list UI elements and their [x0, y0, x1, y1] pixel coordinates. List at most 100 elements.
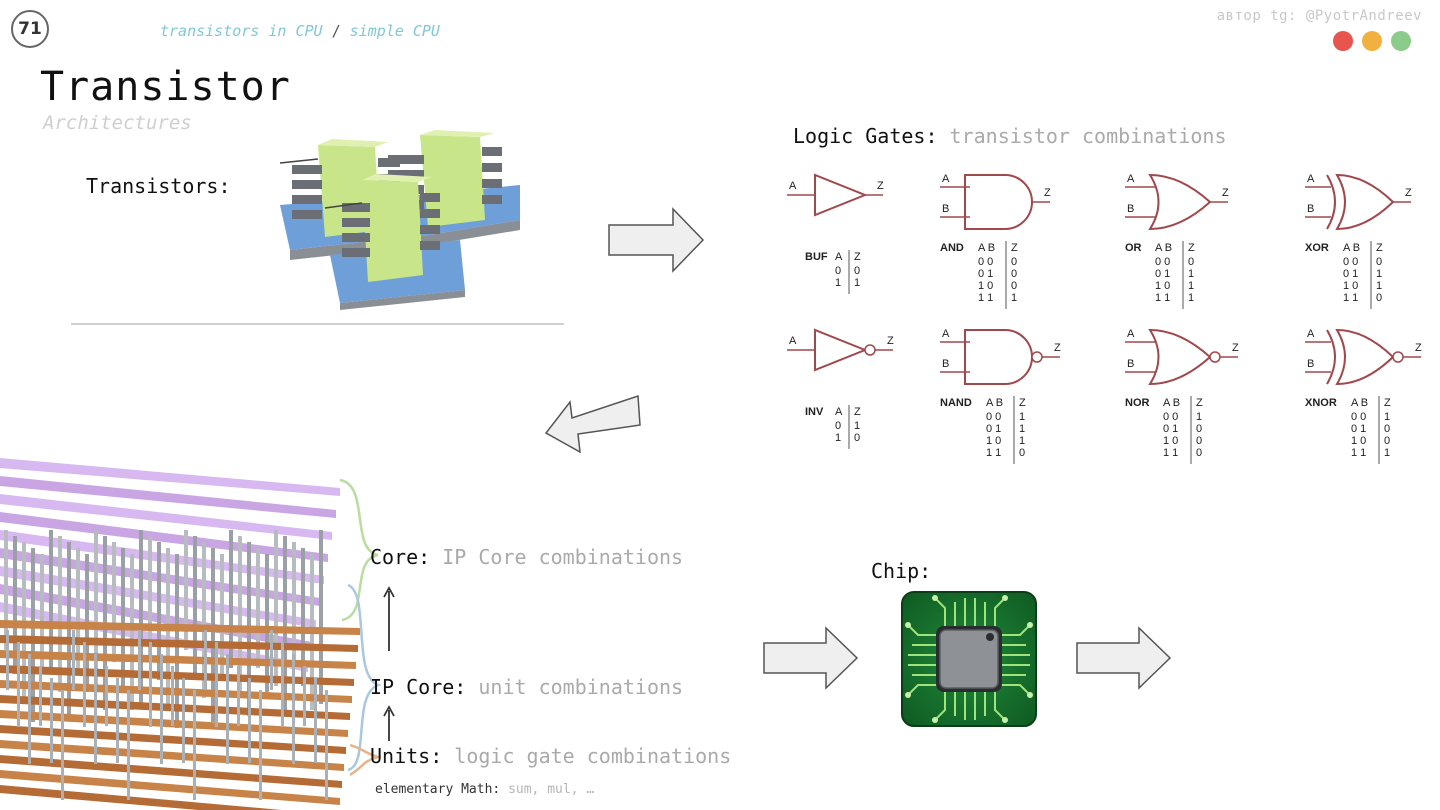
output-pin-label: Z	[887, 335, 894, 347]
metal-layer-upper	[0, 476, 336, 518]
author-credit: автор tg: @PyotrAndreev	[1216, 8, 1422, 24]
via-pillar	[283, 536, 287, 710]
arrow-back-icon	[544, 394, 641, 454]
truth-table-cell: 0	[1011, 256, 1017, 268]
units-title: Units:	[370, 744, 443, 768]
gate-name: NAND	[940, 397, 972, 409]
metal-layer-upper	[0, 458, 340, 496]
via-pillar	[292, 542, 296, 662]
truth-table-header: Z	[1011, 242, 1018, 254]
gate-symbol-arc	[1326, 174, 1336, 230]
yellow-dot	[1362, 31, 1382, 51]
via-pillar	[229, 530, 233, 668]
via-pillar	[50, 678, 53, 763]
truth-table-header: Z	[1196, 397, 1203, 409]
metal-layer-upper	[0, 512, 328, 562]
arrow-right-icon	[1076, 626, 1172, 690]
via-pillar	[13, 536, 17, 674]
truth-table-cell: 0	[1011, 280, 1017, 292]
truth-table-cell: 0 1	[1343, 268, 1358, 280]
gate-symbol	[814, 173, 868, 217]
truth-table-cell: 0	[835, 420, 841, 432]
via-pillar	[105, 666, 108, 726]
via-pillar	[148, 536, 152, 656]
truth-table-cell: 1 1	[986, 447, 1001, 459]
truth-table-cell: 0	[1011, 268, 1017, 280]
truth-table-cell: 0 1	[986, 423, 1001, 435]
metal-layer-lower	[0, 680, 352, 703]
breadcrumb-item-simple-cpu[interactable]: simple CPU	[349, 22, 440, 40]
truth-table-header: A B	[1155, 242, 1172, 254]
truth-table-cell: 0 1	[1351, 423, 1366, 435]
negation-bubble	[1031, 351, 1043, 363]
truth-table-header: A B	[1343, 242, 1360, 254]
via-pillar	[226, 654, 229, 764]
truth-table-cell: 1	[1376, 268, 1382, 280]
output-pin-label: Z	[1232, 342, 1239, 354]
input-pin-label: A	[789, 180, 797, 192]
logic-gates-heading: Logic Gates: transistor combinations	[793, 124, 1227, 148]
via-pillar	[193, 536, 197, 674]
via-pillar	[94, 654, 97, 764]
via-pillar	[31, 548, 35, 722]
gate-name: BUF	[805, 251, 828, 263]
via-pillar	[22, 542, 26, 698]
truth-table-cell: 0 0	[978, 256, 993, 268]
via-pillar	[112, 542, 116, 662]
chip-icon	[901, 591, 1037, 727]
truth-table-cell: 1 0	[1351, 435, 1366, 447]
truth-table-header: A B	[1351, 397, 1368, 409]
truth-table-cell: 0	[1196, 423, 1202, 435]
breadcrumb-item-transistors[interactable]: transistors in CPU	[160, 22, 323, 40]
gate-symbol	[814, 328, 868, 372]
logic-gates-label: Logic Gates:	[793, 124, 938, 148]
core-label: Core: IP Core combinations	[370, 545, 683, 569]
via-pillar	[237, 666, 240, 726]
metal-layer-lower	[0, 695, 350, 720]
via-pillar	[149, 642, 152, 727]
truth-table-cell: 1 0	[1163, 435, 1178, 447]
truth-table-cell: 0 1	[978, 268, 993, 280]
truth-table-cell: 0 0	[1163, 411, 1178, 423]
truth-table-header: Z	[854, 251, 861, 263]
truth-table-cell: 1	[854, 420, 860, 432]
via-pillar	[4, 530, 8, 650]
metal-layer-lower	[0, 635, 358, 652]
gate-symbol	[1335, 328, 1395, 386]
via-pillar	[121, 548, 125, 686]
input-pin-label: A	[942, 328, 950, 340]
elementary-math-note: elementary Math: sum, mul, …	[375, 782, 594, 797]
gate-name: XOR	[1305, 242, 1329, 254]
gate-symbol	[1335, 173, 1395, 231]
arrow-right-icon	[608, 207, 705, 273]
truth-table-cell: 1	[835, 432, 841, 444]
truth-table-cell: 1	[1384, 411, 1390, 423]
truth-table-cell: 0	[835, 265, 841, 277]
truth-table-cell: 1	[1019, 411, 1025, 423]
via-pillar	[215, 642, 218, 727]
truth-table-header: Z	[1019, 397, 1026, 409]
gate-symbol	[964, 174, 1033, 230]
via-pillar	[265, 554, 269, 692]
via-pillar	[17, 642, 20, 727]
truth-table-cell: 1	[1188, 292, 1194, 304]
truth-table-cell: 1	[1019, 423, 1025, 435]
truth-table-header: A B	[1163, 397, 1180, 409]
input-pin-label: A	[1307, 328, 1315, 340]
via-pillar	[238, 536, 242, 692]
input-pin-label: A	[1127, 328, 1135, 340]
via-pillar	[211, 548, 215, 722]
arrow-up-icon	[383, 586, 395, 651]
via-pillar	[61, 690, 64, 800]
truth-table-cell: 0	[1019, 447, 1025, 459]
truth-table-cell: 0 0	[1351, 411, 1366, 423]
units-note: logic gate combinations	[454, 744, 732, 768]
